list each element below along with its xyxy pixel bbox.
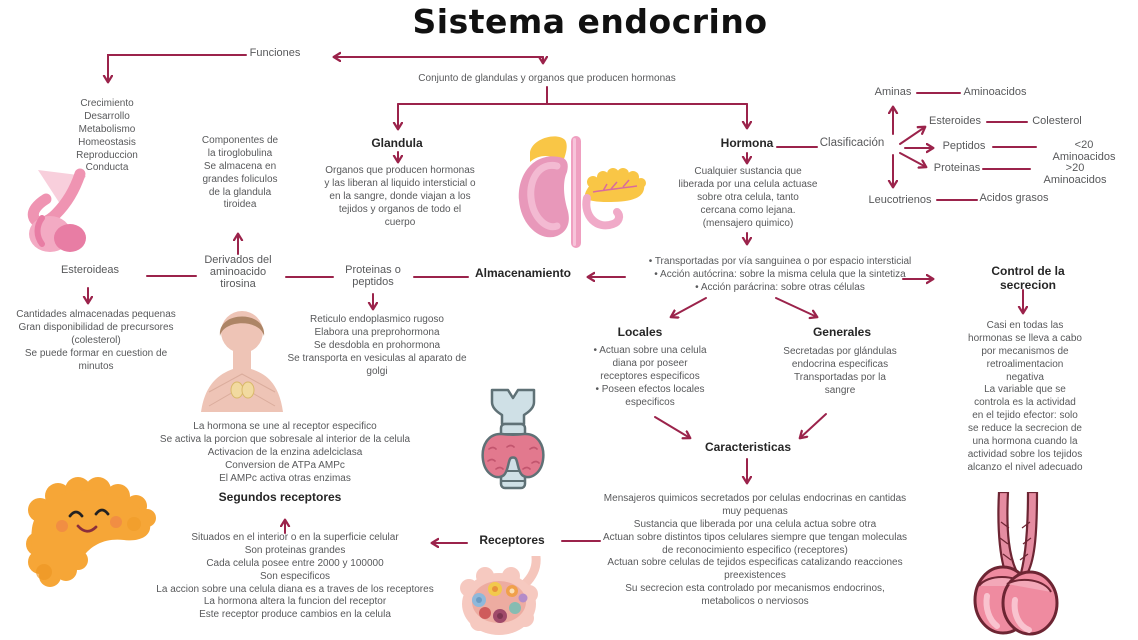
node-funciones: Funciones [249, 47, 301, 59]
node-locales: Locales [617, 325, 663, 339]
hormona-text: Cualquier sustancia que liberada por una… [678, 166, 818, 229]
funciones-list: Crecimiento Desarrollo Metabolismo Homeo… [76, 98, 138, 174]
node-proteinas-peptidos: Proteinas o peptidos [345, 264, 401, 288]
clasif-colesterol: Colesterol [1032, 115, 1082, 127]
almacenamiento-bullets: • Transportadas por vía sanguinea o por … [648, 256, 912, 293]
human-upper-body-illustration [201, 311, 283, 412]
clasif-aminoacidos: Aminoacidos [963, 86, 1027, 98]
node-control-secrecion: Control de la secrecion [991, 264, 1065, 292]
thyroid-gland-illustration [481, 388, 545, 490]
node-almacenamiento: Almacenamiento [474, 266, 572, 280]
clasif-peptidos: Peptidos [942, 140, 986, 152]
clasif-lt20: <20 Aminoacidos [1052, 139, 1116, 163]
glandula-text: Organos que producen hormonas y las libe… [324, 165, 476, 228]
clasif-leucotrienos: Leucotrienos [868, 194, 932, 206]
clasif-esteroides: Esteroides [929, 115, 981, 127]
control-secrecion-text: Casi en todas las hormonas se lleva a ca… [967, 320, 1083, 473]
node-glandula: Glandula [371, 136, 423, 150]
generales-text: Secretadas por glándulas endocrina espec… [783, 346, 897, 396]
pituitary-gland-illustration [27, 168, 86, 252]
definition-text: Conjunto de glandulas y organos que prod… [418, 73, 676, 84]
testes-illustration [973, 492, 1059, 636]
node-hormona: Hormona [720, 136, 774, 150]
tiroglobulina-text: Componentes de la tiroglobulina Se almac… [201, 135, 279, 211]
receptores-mecanismo-text: La hormona se une al receptor especifico… [159, 421, 411, 484]
clasif-proteinas: Proteinas [933, 162, 981, 174]
node-esteroideas: Esteroideas [60, 264, 120, 276]
page-title: Sistema endocrino [412, 2, 768, 41]
clasif-acidos-grasos: Acidos grasos [979, 192, 1049, 204]
caracteristicas-text: Mensajeros quimicos secretados por celul… [602, 493, 908, 608]
receptores-propiedades-text: Situados en el interior o en la superfic… [156, 532, 434, 621]
proteinas-peptidos-detail: Reticulo endoplasmico rugoso Elabora una… [287, 314, 467, 377]
kidney-adrenal-pancreas-illustration [518, 136, 646, 248]
node-receptores: Receptores [479, 533, 545, 547]
esteroideas-text: Cantidades almacenadas pequenas Gran dis… [16, 309, 176, 372]
cute-pancreas-character-illustration [26, 477, 156, 587]
locales-text: • Actuan sobre una celula diana por pose… [593, 345, 707, 408]
clasif-aminas: Aminas [874, 86, 912, 98]
node-caracteristicas: Caracteristicas [704, 440, 792, 454]
islet-cell-illustration [460, 556, 541, 635]
node-derivados: Derivados del aminoacido tirosina [204, 254, 272, 290]
clasif-gt20: >20 Aminoacidos [1043, 162, 1107, 186]
node-clasificacion: Clasificación [819, 137, 885, 149]
node-generales: Generales [812, 325, 872, 339]
node-segundos-receptores: Segundos receptores [218, 490, 342, 504]
